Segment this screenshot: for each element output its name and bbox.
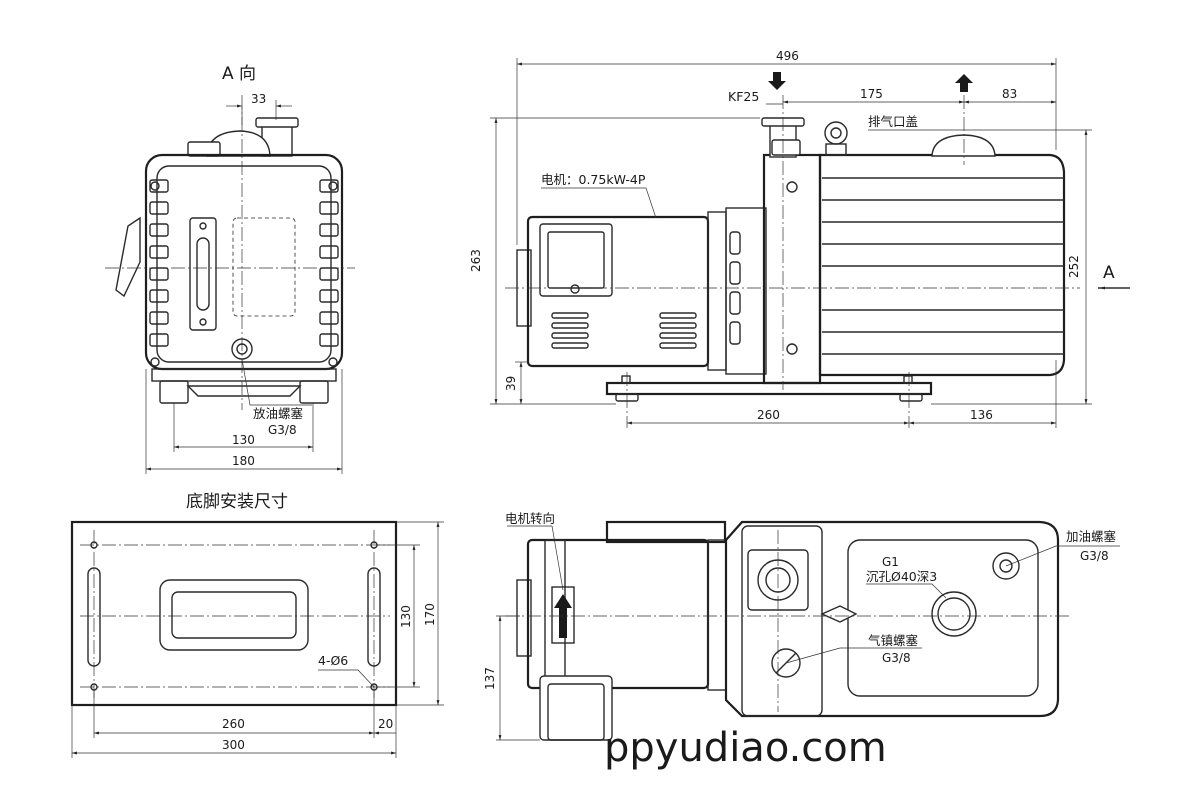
motor-label: 电机：0.75kW-4P bbox=[541, 172, 646, 187]
dim-300: 300 bbox=[222, 738, 245, 752]
pump-housing-top bbox=[724, 520, 1060, 718]
dim-263: 263 bbox=[469, 249, 483, 272]
holes-label: 4-Ø6 bbox=[318, 653, 348, 668]
dim-180: 180 bbox=[232, 454, 255, 468]
fins-left bbox=[149, 179, 169, 347]
oil-level-frame bbox=[189, 217, 217, 331]
dim-33: 33 bbox=[251, 92, 266, 106]
motor-flange bbox=[707, 211, 727, 371]
fins-right bbox=[319, 179, 339, 347]
fill-plug-thread: G3/8 bbox=[1080, 549, 1109, 563]
motor-body-top bbox=[526, 538, 710, 690]
exhaust-cap-side bbox=[931, 134, 996, 157]
exhaust-arrow bbox=[955, 74, 973, 92]
drain-plug-label: 放油螺塞 bbox=[253, 406, 304, 421]
watermark: ppyudiao.com bbox=[604, 725, 887, 771]
ballast-plug-thread: G3/8 bbox=[882, 651, 911, 665]
pump-housing bbox=[818, 153, 1066, 377]
dim-252: 252 bbox=[1067, 255, 1081, 278]
handle bbox=[115, 216, 141, 298]
pump-cover-plate bbox=[762, 153, 822, 385]
base-plate-side bbox=[605, 381, 933, 396]
junction-box bbox=[539, 223, 613, 297]
ballast-plug-label: 气镇螺塞 bbox=[868, 633, 919, 648]
inlet-label: KF25 bbox=[728, 89, 759, 104]
dim-496: 496 bbox=[776, 49, 799, 63]
rotation-label: 电机转向 bbox=[505, 511, 555, 526]
dim-130-base: 130 bbox=[399, 605, 413, 628]
base-view-title: 底脚安装尺寸 bbox=[186, 492, 288, 512]
dim-170: 170 bbox=[423, 603, 437, 626]
a-view-title: A 向 bbox=[222, 64, 256, 84]
dim-137: 137 bbox=[483, 667, 497, 690]
counterbore-label: 沉孔Ø40深3 bbox=[866, 569, 937, 584]
dim-136: 136 bbox=[970, 408, 993, 422]
side-view: 496 175 83 KF25 263 39 252 A 260 136 电机： bbox=[469, 49, 1130, 428]
terminal-box-top bbox=[539, 675, 613, 741]
pump-fins bbox=[822, 177, 1064, 355]
dim-130-a: 130 bbox=[232, 433, 255, 447]
exhaust-cap-label: 排气口盖 bbox=[868, 114, 918, 129]
base-top-edge bbox=[605, 520, 727, 544]
drain-plug-thread: G3/8 bbox=[268, 423, 297, 437]
ballast-plug bbox=[771, 648, 801, 678]
base-plate bbox=[70, 520, 398, 707]
direction-a: A bbox=[1103, 263, 1115, 283]
dim-20: 20 bbox=[378, 717, 393, 731]
dim-260-side: 260 bbox=[757, 408, 780, 422]
pump-body-front bbox=[144, 153, 344, 371]
counterbore-g-label: G1 bbox=[882, 555, 899, 569]
center-cutout bbox=[159, 579, 309, 651]
dim-83: 83 bbox=[1002, 87, 1017, 101]
oil-sight-glass bbox=[196, 237, 210, 311]
motor-vents bbox=[551, 312, 697, 349]
dim-175: 175 bbox=[860, 87, 883, 101]
fill-plug-label: 加油螺塞 bbox=[1066, 529, 1117, 544]
base-view: 底脚安装尺寸 130 170 260 20 300 bbox=[70, 492, 444, 758]
inlet-arrow bbox=[768, 72, 786, 90]
fill-plug bbox=[992, 552, 1020, 580]
lifting-eye bbox=[824, 121, 848, 145]
a-view: A 向 bbox=[105, 64, 355, 474]
dim-260-base: 260 bbox=[222, 717, 245, 731]
top-view: 电机转向 加油螺塞 G3/8 G1 沉孔Ø40深3 气镇螺塞 G3/8 bbox=[483, 511, 1120, 741]
oil-cover bbox=[847, 539, 1039, 697]
counterbore bbox=[931, 591, 977, 637]
dim-39: 39 bbox=[504, 376, 518, 391]
nameplate-area bbox=[232, 217, 296, 317]
